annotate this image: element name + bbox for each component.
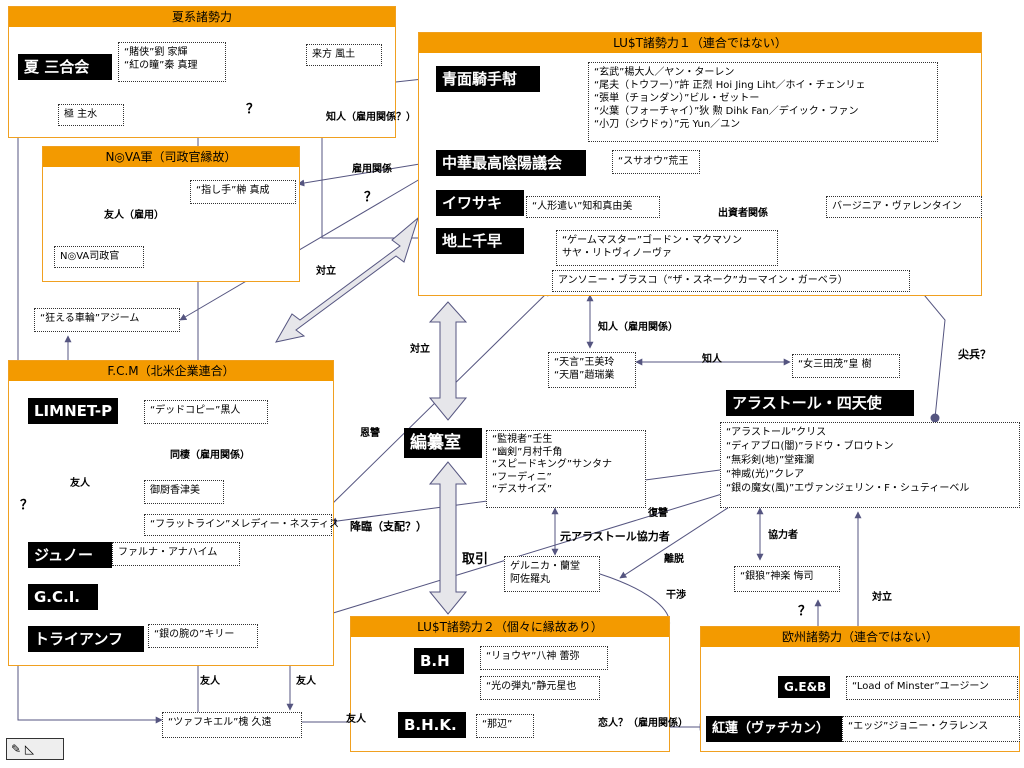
box-ryouya: “リョウヤ”八神 蕾弥: [480, 646, 608, 670]
label-yujin2: 友人: [200, 676, 220, 687]
group-title-nova: N◎VA軍（司政官縁故）: [43, 147, 299, 167]
label-fukushu: 復讐: [648, 508, 668, 519]
label-kourin: 降臨（支配？）: [350, 520, 427, 533]
label-chijin-koyou2: 知人（雇用関係）: [598, 322, 678, 333]
label-yujin1: 友人: [70, 478, 90, 489]
block-guren: 紅蓮（ヴァチカン）: [706, 716, 842, 742]
box-raiho: 来方 風土: [306, 44, 382, 66]
block-gebb: G.E&B: [778, 676, 830, 698]
box-ningyo: “人形遣い”知和真由美: [526, 196, 660, 218]
box-gin-ude: “銀の腕の”キリー: [148, 624, 258, 648]
box-tengen: “天言”王美玲 “天眉”趙瑞業: [548, 352, 636, 388]
box-nova-shisei: N◎VA司政官: [54, 246, 144, 268]
box-goku: 極 主水: [58, 104, 124, 126]
block-juno: ジュノー: [28, 542, 112, 568]
label-yujin-koyou: 友人（雇用）: [104, 210, 164, 221]
group-title-fcm: F.C.M（北米企業連合）: [9, 361, 333, 381]
box-arastor-members: “アラストール”クリス “ディアブロ(闇)”ラドウ・ブロウトン “無彩剣(地)”…: [720, 422, 1020, 508]
block-triumph: トライアンフ: [28, 626, 144, 652]
box-nahen: “那辺”: [476, 714, 534, 738]
box-guernica: ゲルニカ・蘭堂 阿佐羅丸: [504, 556, 600, 592]
block-bhk: B.H.K.: [398, 712, 466, 738]
box-seimen-members: “玄武”楊大人／ヤン・ターレン “尾夫（トウフー）”許 正烈 Hoi Jing …: [588, 62, 938, 142]
group-title-lust2: LU$T諸勢力２（個々に縁故あり）: [351, 617, 669, 637]
group-title-xia: 夏系諸勢力: [9, 7, 395, 27]
box-kurueru: “狂える車輪”アジーム: [34, 308, 180, 332]
block-iwasaki: イワサキ: [436, 190, 524, 216]
block-gci: G.C.I.: [28, 584, 98, 610]
block-chijo: 地上千早: [436, 228, 524, 254]
label-q2: ？: [364, 190, 378, 205]
box-hensan-members: “監視者”壬生 “幽剣”月村千角 “スピードキング”サンタナ “フーディニ” “…: [486, 430, 646, 508]
label-onshu: 恩讐: [360, 428, 380, 439]
group-title-euro: 欧州諸勢力（連合ではない）: [701, 627, 1019, 647]
box-sashite: “指し手”榊 真成: [190, 180, 296, 204]
box-susao: “スサオウ”荒王: [612, 150, 700, 174]
box-dead-copy: “デッドコピー”黒人: [144, 400, 268, 424]
big-arrow-lust-fcm: [275, 216, 420, 343]
box-xia-members: “賭侠”劉 家輝 “紅の瞳”秦 真理: [118, 42, 226, 82]
label-koyou: 雇用関係: [352, 164, 392, 175]
label-chijin-koyou1: 知人（雇用関係？）: [326, 112, 416, 123]
big-arrow-lust-hensan: [428, 301, 468, 421]
box-virginia: バージニア・ヴァレンタイン: [826, 196, 982, 218]
label-yujin4: 友人: [346, 714, 366, 725]
label-torihiki: 取引: [462, 552, 489, 567]
label-q3: ？: [20, 498, 34, 513]
label-sempei: 尖兵？: [958, 348, 991, 361]
box-edge: “エッジ”ジョニー・クラレンス: [842, 716, 1020, 742]
label-yujin3: 友人: [296, 676, 316, 687]
box-hikari: “光の弾丸”静元星也: [480, 676, 600, 700]
box-onna: “女三田茂”皇 樹: [792, 354, 900, 378]
label-dousei: 同棲（雇用関係）: [170, 450, 250, 461]
block-bh: B.H: [414, 648, 464, 674]
box-gamemaster: “ゲームマスター”ゴードン・マクマソン サヤ・リトヴィノーヴァ: [556, 230, 778, 266]
label-chijin: 知人: [702, 354, 722, 365]
block-xia-sangokai: 夏 三合会: [18, 54, 112, 80]
label-ridatsu: 離脱: [664, 554, 684, 565]
label-tairitsu3: 対立: [872, 592, 892, 603]
label-tairitsu1: 対立: [316, 266, 336, 277]
label-koibito: 恋人？（雇用関係）: [598, 718, 688, 729]
box-farna: ファルナ・アナハイム: [112, 542, 240, 566]
group-title-lust1: LU$T諸勢力１（連合ではない）: [419, 33, 981, 53]
label-q1: ？: [246, 102, 260, 117]
block-seimen: 青面騎手幇: [436, 66, 540, 92]
box-ginrou: “銀狼”神楽 悔司: [734, 566, 840, 592]
block-limnet: LIMNET-P: [28, 398, 118, 424]
label-tairitsu2: 対立: [410, 344, 430, 355]
label-kanshou: 干渉: [666, 590, 686, 601]
pencil-icon[interactable]: ✎ ◺: [6, 738, 64, 760]
box-anthony: アンソニー・ブラスコ（“ザ・スネーク”カーマイン・ガーベラ）: [552, 270, 910, 292]
block-hensan: 編纂室: [404, 428, 482, 458]
box-flatline: “フラットライン”メレディー・ネスティス: [144, 514, 339, 536]
label-kyouryoku: 協力者: [768, 530, 798, 541]
block-chuka: 中華最高陰陽議会: [436, 150, 586, 176]
label-shussi: 出資者関係: [718, 208, 768, 219]
label-moto-arastor: 元アラストール協力者: [560, 530, 670, 543]
box-tsufakiel: “ツァフキエル”槐 久遠: [162, 712, 302, 738]
block-arastor: アラストール・四天使: [726, 390, 914, 416]
big-arrow-hensan-lust2: [428, 461, 468, 615]
box-mikuriya: 御厨香津美: [144, 480, 224, 504]
label-q4: ？: [798, 604, 812, 619]
box-load: “Load of Minster”ユージーン: [846, 676, 1018, 700]
